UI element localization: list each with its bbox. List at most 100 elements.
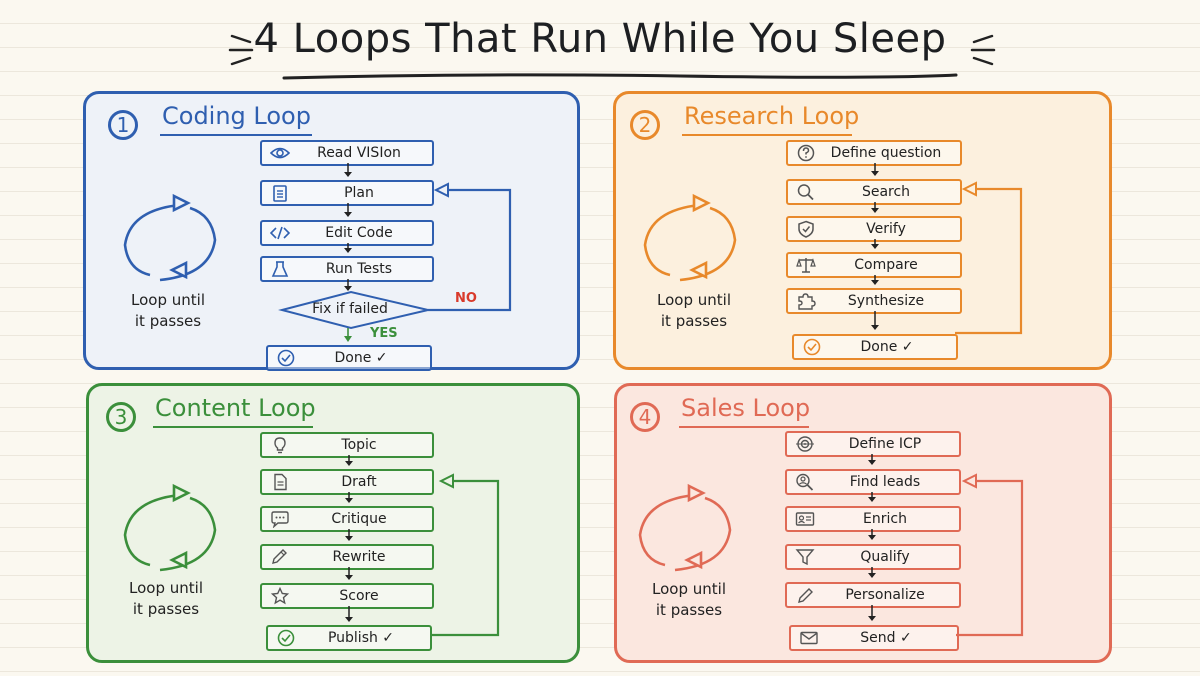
check-circle-icon xyxy=(803,338,821,356)
magnifier-icon xyxy=(797,184,814,201)
eye-icon xyxy=(270,147,290,159)
step-label: Define ICP xyxy=(848,436,922,452)
step-label: Done ✓ xyxy=(334,350,388,366)
page-title: 4 Loops That Run While You Sleep xyxy=(253,16,947,62)
step-label: Search xyxy=(861,184,911,200)
pencil-icon xyxy=(272,549,287,564)
step-label: Done ✓ xyxy=(860,339,914,355)
step-label: Compare xyxy=(854,257,918,273)
scales-icon xyxy=(796,258,816,273)
content-loop-caption: Loop until it passes xyxy=(106,578,226,620)
content-step-topic: Topic xyxy=(260,432,434,458)
coding-step-edit-code: Edit Code xyxy=(260,220,434,246)
loop-caption-line: Loop until xyxy=(652,580,726,598)
step-label: Critique xyxy=(331,511,387,527)
content-title-underline xyxy=(153,426,313,428)
content-number-badge: 3 xyxy=(106,402,136,432)
content-loop-panel: 3 Content Loop Topic Draft Critique Rewr xyxy=(86,383,580,663)
coding-no-branch-label: NO xyxy=(455,291,477,306)
research-step-search: Search xyxy=(786,179,962,205)
shield-check-icon xyxy=(798,220,814,238)
content-step-publish: Publish ✓ xyxy=(266,625,432,651)
step-label: Enrich xyxy=(863,511,907,527)
content-step-rewrite: Rewrite xyxy=(260,544,434,570)
funnel-icon xyxy=(795,549,815,566)
question-circle-icon xyxy=(797,144,815,162)
target-icon xyxy=(796,436,814,452)
title-dashes-left xyxy=(228,34,254,66)
sales-step-send: Send ✓ xyxy=(789,625,959,651)
coding-yes-branch-label: YES xyxy=(370,326,398,341)
step-label: Run Tests xyxy=(325,261,393,277)
flask-icon xyxy=(271,261,289,277)
document-icon xyxy=(274,473,287,491)
sales-step-enrich: Enrich xyxy=(785,506,961,532)
loop-caption-line: Loop until xyxy=(131,291,205,309)
loop-caption-line: Loop until xyxy=(657,291,731,309)
research-step-define-question: Define question xyxy=(786,140,962,166)
coding-decision-label: Fix if failed xyxy=(312,301,388,317)
loop-caption-line: it passes xyxy=(134,312,202,330)
step-label: Find leads xyxy=(849,474,921,490)
envelope-icon xyxy=(800,631,818,645)
star-icon xyxy=(270,587,290,605)
research-title-underline xyxy=(682,134,852,136)
puzzle-icon xyxy=(798,293,816,310)
research-title: Research Loop xyxy=(684,102,860,130)
step-label: Read VISIon xyxy=(317,145,401,161)
research-step-synthesize: Synthesize xyxy=(786,288,962,314)
research-step-done: Done ✓ xyxy=(792,334,958,360)
step-label: Synthesize xyxy=(847,293,925,309)
step-label: Draft xyxy=(341,474,377,490)
step-label: Score xyxy=(339,588,379,604)
research-loop-panel: 2 Research Loop Define question Search V… xyxy=(613,91,1112,370)
research-number-badge: 2 xyxy=(630,110,660,140)
coding-step-done: Done ✓ xyxy=(266,345,432,371)
sales-loop-panel: 4 Sales Loop Define ICP Find leads Enric… xyxy=(614,383,1112,663)
content-title: Content Loop xyxy=(155,394,316,422)
sales-step-personalize: Personalize xyxy=(785,582,961,608)
sales-title-underline xyxy=(679,426,809,428)
coding-number-badge: 1 xyxy=(108,110,138,140)
title-area: 4 Loops That Run While You Sleep xyxy=(0,8,1200,80)
coding-step-run-tests: Run Tests xyxy=(260,256,434,282)
step-label: Publish ✓ xyxy=(327,630,395,646)
loop-caption-line: it passes xyxy=(660,312,728,330)
pen-icon xyxy=(798,588,813,603)
sales-number-badge: 4 xyxy=(630,402,660,432)
sales-loop-caption: Loop until it passes xyxy=(629,579,749,621)
title-underline xyxy=(282,73,958,80)
speech-bubble-icon xyxy=(271,511,289,528)
step-label: Send ✓ xyxy=(860,630,912,646)
content-step-draft: Draft xyxy=(260,469,434,495)
step-label: Topic xyxy=(341,437,377,453)
step-label: Rewrite xyxy=(332,549,386,565)
lightbulb-icon xyxy=(274,437,286,454)
title-dashes-right xyxy=(970,34,996,66)
content-step-score: Score xyxy=(260,583,434,609)
step-label: Plan xyxy=(344,185,374,201)
coding-title-underline xyxy=(160,134,312,136)
research-step-verify: Verify xyxy=(786,216,962,242)
content-step-critique: Critique xyxy=(260,506,434,532)
check-circle-icon xyxy=(277,629,295,647)
coding-step-read-vision: Read VISIon xyxy=(260,140,434,166)
code-brackets-icon xyxy=(270,226,290,240)
sales-step-define-icp: Define ICP xyxy=(785,431,961,457)
coding-title: Coding Loop xyxy=(162,102,311,130)
step-label: Qualify xyxy=(860,549,910,565)
loop-caption-line: it passes xyxy=(132,600,200,618)
coding-loop-caption: Loop until it passes xyxy=(108,290,228,332)
step-label: Verify xyxy=(866,221,906,237)
sales-step-find-leads: Find leads xyxy=(785,469,961,495)
loop-caption-line: Loop until xyxy=(129,579,203,597)
id-card-icon xyxy=(795,512,815,526)
step-label: Edit Code xyxy=(325,225,393,241)
step-label: Personalize xyxy=(845,587,925,603)
clipboard-icon xyxy=(273,185,287,202)
loop-caption-line: it passes xyxy=(655,601,723,619)
research-loop-caption: Loop until it passes xyxy=(634,290,754,332)
person-search-icon xyxy=(796,473,814,491)
research-step-compare: Compare xyxy=(786,252,962,278)
coding-loop-panel: 1 Coding Loop Read VISIon Plan Edit Code xyxy=(83,91,580,371)
